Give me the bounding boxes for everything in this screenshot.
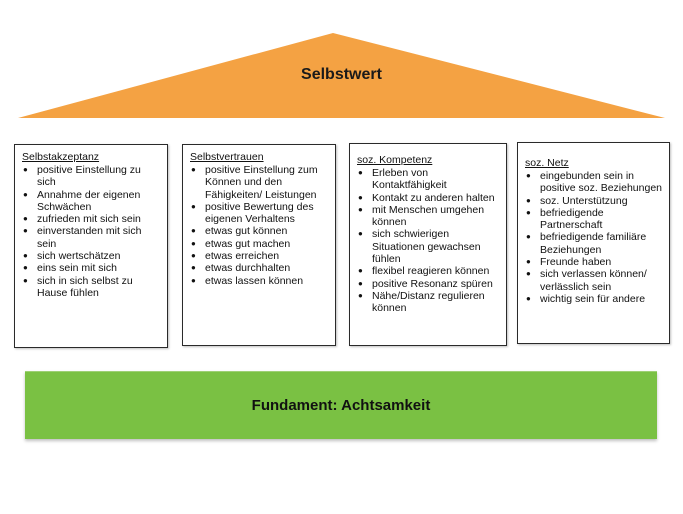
list-item: sich schwierigen Situationen gewachsen f… [357,228,500,265]
list-item: flexibel reagieren können [357,265,500,278]
list-item: zufrieden mit sich sein [22,213,161,226]
list-item: Nähe/Distanz regulieren können [357,290,500,315]
roof-title: Selbstwert [301,66,382,83]
pillar-title: soz. Kompetenz [357,154,433,166]
list-item: positive Einstellung zum Können und den … [190,164,329,201]
list-item: Freunde haben [525,256,663,269]
list-item: etwas gut machen [190,238,329,251]
roof-shape [18,33,665,118]
foundation: Fundament: Achtsamkeit [25,371,657,439]
pillar-list: eingebunden sein in positive soz. Bezieh… [525,170,663,306]
pillar-selbstvertrauen: Selbstvertrauen positive Einstellung zum… [182,144,336,346]
pillar-title: soz. Netz [525,157,569,169]
list-item: Kontakt zu anderen halten [357,192,500,205]
roof [18,33,665,118]
list-item: mit Menschen umgehen können [357,204,500,229]
list-item: wichtig sein für andere [525,293,663,306]
list-item: etwas gut können [190,225,329,238]
list-item: etwas lassen können [190,275,329,288]
list-item: etwas durchhalten [190,262,329,275]
list-item: sich verlassen können/ verlässlich sein [525,268,663,293]
list-item: Annahme der eigenen Schwächen [22,189,161,214]
list-item: positive Bewertung des eigenen Verhalten… [190,201,329,226]
pillar-soz-kompetenz: soz. Kompetenz Erleben von Kontaktfähigk… [349,143,507,346]
pillar-list: positive Einstellung zu sich Annahme der… [22,164,161,299]
list-item: positive Resonanz spüren [357,278,500,291]
pillar-title: Selbstvertrauen [190,151,264,163]
list-item: positive Einstellung zu sich [22,164,161,189]
list-item: befriedigende Partnerschaft [525,207,663,232]
list-item: befriedigende familiäre Beziehungen [525,231,663,256]
pillar-soz-netz: soz. Netz eingebunden sein in positive s… [517,142,670,344]
list-item: Erleben von Kontaktfähigkeit [357,167,500,192]
foundation-label: Fundament: Achtsamkeit [251,397,431,414]
list-item: etwas erreichen [190,250,329,263]
pillar-list: positive Einstellung zum Können und den … [190,164,329,287]
list-item: sich wertschätzen [22,250,161,263]
list-item: eingebunden sein in positive soz. Bezieh… [525,170,663,195]
list-item: einverstanden mit sich sein [22,225,161,250]
pillar-list: Erleben von Kontaktfähigkeit Kontakt zu … [357,167,500,315]
list-item: sich in sich selbst zu Hause fühlen [22,275,161,300]
pillar-selbstakzeptanz: Selbstakzeptanz positive Einstellung zu … [14,144,168,348]
list-item: soz. Unterstützung [525,195,663,208]
pillar-title: Selbstakzeptanz [22,151,100,163]
list-item: eins sein mit sich [22,262,161,275]
